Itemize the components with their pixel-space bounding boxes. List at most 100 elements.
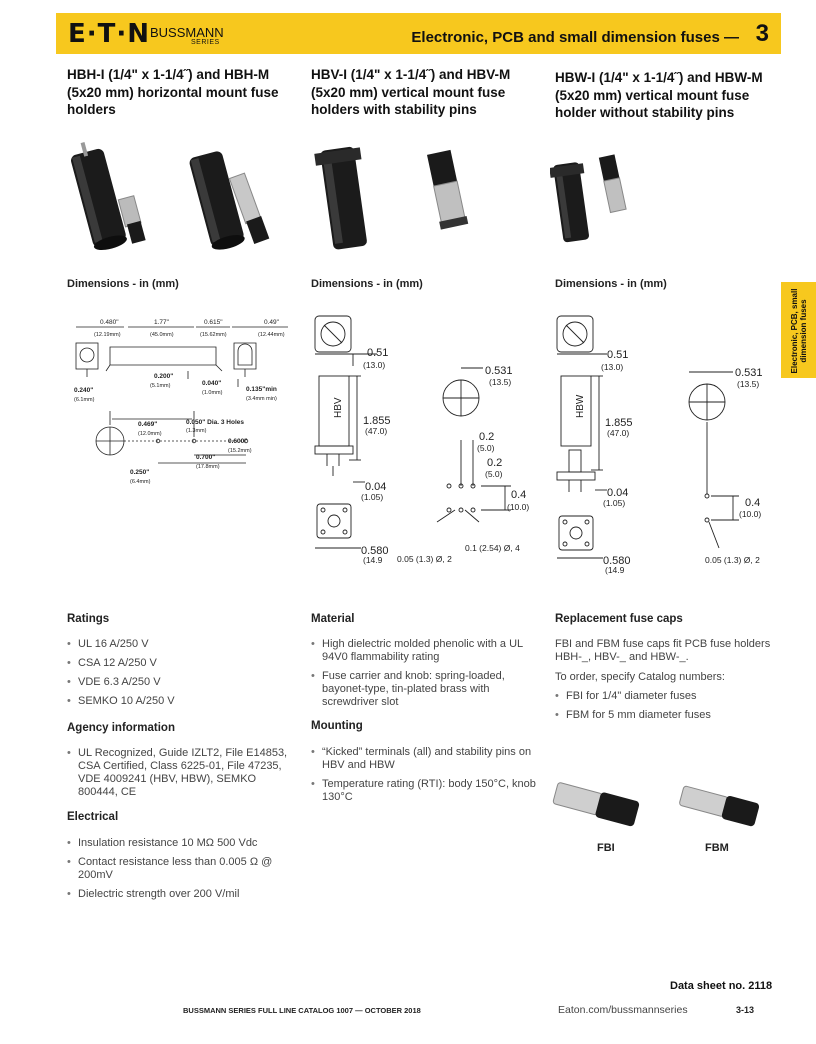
hbh-dim-10-mm: (1.3mm) (186, 428, 207, 434)
website-url: Eaton.com/bussmannseries (558, 1004, 688, 1016)
list-item: High dielectric molded phenolic with a U… (311, 638, 539, 664)
hbv-pitch-3-mm: (10.0) (507, 502, 529, 512)
hbh-dim-6: 0.240" (74, 387, 93, 394)
hbh-dim-5: 0.200" (154, 373, 173, 380)
hbv-pitch-2: 0.2 (487, 457, 502, 469)
fbi-label: FBI (597, 842, 615, 854)
hbh-dim-11: 0.600" (228, 438, 247, 445)
hbw-dimension-drawing: HBW 0.51 (13.0) 1.855 (47.0) 0.04 (1.05)… (556, 315, 763, 575)
hbv-height-dim-mm: (47.0) (365, 426, 387, 436)
hbh-dim-1: 0.480" (100, 319, 119, 326)
list-item: Dielectric strength over 200 V/mil (67, 888, 282, 901)
fuse-caps-photo (552, 782, 760, 827)
hbw-height-dim: 1.855 (605, 417, 633, 429)
electrical-list: Insulation resistance 10 MΩ 500 Vdc Cont… (67, 837, 282, 907)
hbw-top-dim: 0.51 (607, 349, 628, 361)
hbh-dim-4: 0.49" (264, 319, 280, 326)
header-bar: E·T·N BUSSMANN SERIES Electronic, PCB an… (56, 13, 781, 54)
hbv-height-dim: 1.855 (363, 415, 391, 427)
hbh-product-photo (71, 142, 270, 251)
hbh-dim-6-mm: (6.1mm) (74, 397, 95, 403)
replacement-intro: FBI and FBM fuse caps fit PCB fuse holde… (555, 638, 771, 663)
hbw-product-photo (550, 154, 627, 243)
replacement-list: FBI for 1/4" diameter fuses FBM for 5 mm… (555, 690, 783, 728)
hbv-hole-1: 0.05 (1.3) Ø, 2 (397, 554, 452, 564)
list-item: FBI for 1/4" diameter fuses (555, 690, 783, 703)
hbh-dim-9: 0.469" (138, 421, 157, 428)
hbw-top-dim-mm: (13.0) (601, 362, 623, 372)
hbh-dim-4-mm: (12.44mm) (258, 332, 285, 338)
hbv-pin-dim-mm: (1.05) (361, 492, 383, 502)
hbw-body-label: HBW (575, 394, 586, 418)
hbh-dim-12: 0.700" (196, 454, 215, 461)
side-tab-label: Electronic, PCB, small dimension fuses (790, 288, 808, 374)
hbh-dim-8-mm: (3.4mm min) (246, 396, 277, 402)
hbh-dim-11-mm: (15.2mm) (228, 448, 252, 454)
list-item: CSA 12 A/250 V (67, 657, 287, 670)
hbv-pitch-2-mm: (5.0) (485, 469, 503, 479)
hbv-dia-dim: 0.531 (485, 365, 513, 377)
hbv-dia-dim-mm: (13.5) (489, 377, 511, 387)
hbh-dim-9-mm: (12.0mm) (138, 431, 162, 437)
eaton-logo: E·T·N (68, 19, 151, 49)
ratings-list: UL 16 A/250 V CSA 12 A/250 V VDE 6.3 A/2… (67, 638, 287, 714)
hbv-pitch-1: 0.2 (479, 431, 494, 443)
side-tab: Electronic, PCB, small dimension fuses (781, 282, 816, 378)
section-number: 3 (755, 20, 769, 47)
hbh-dimension-drawing: 0.480" (12.19mm) 1.77" (45.0mm) 0.615" (… (74, 319, 288, 485)
brand-subtitle: SERIES (191, 39, 220, 46)
list-item: Fuse carrier and knob: spring-loaded, ba… (311, 670, 539, 709)
list-item: SEMKO 10 A/250 V (67, 695, 287, 708)
hbh-dim-7-mm: (1.0mm) (202, 390, 223, 396)
hbv-base-dim: 0.580 (361, 545, 389, 557)
hbh-dim-8: 0.135"min (246, 386, 277, 393)
list-item: Temperature rating (RTI): body 150°C, kn… (311, 778, 539, 804)
hbh-dim-13-mm: (6.4mm) (130, 479, 151, 485)
hbv-pitch-3: 0.4 (511, 489, 526, 501)
hbw-base-dim: 0.580 (603, 555, 631, 567)
mounting-list: “Kicked” terminals (all) and stability p… (311, 746, 539, 810)
hbh-dim-2-mm: (45.0mm) (150, 332, 174, 338)
page-number: 3-13 (736, 1005, 755, 1015)
hbv-body-label: HBV (333, 397, 344, 418)
hbh-dim-7: 0.040" (202, 380, 221, 387)
ratings-heading: Ratings (67, 613, 110, 625)
hbw-dia-dim: 0.531 (735, 367, 763, 379)
agency-heading: Agency information (67, 722, 175, 734)
hbh-dim-1-mm: (12.19mm) (94, 332, 121, 338)
hbw-pitch-dim-mm: (10.0) (739, 509, 761, 519)
hbv-top-dim: 0.51 (367, 347, 388, 359)
hbw-pin-dim-mm: (1.05) (603, 498, 625, 508)
hbw-height-dim-mm: (47.0) (607, 428, 629, 438)
mounting-heading: Mounting (311, 720, 363, 732)
dims-heading-hbv: Dimensions - in (mm) (311, 278, 423, 290)
material-list: High dielectric molded phenolic with a U… (311, 638, 539, 715)
hbv-product-photo (314, 146, 469, 250)
hbh-dim-2: 1.77" (154, 319, 170, 326)
brand-name: BUSSMANN (150, 25, 224, 40)
list-item: UL Recognized, Guide IZLT2, File E14853,… (67, 747, 292, 799)
hbv-top-dim-mm: (13.0) (363, 360, 385, 370)
list-item: UL 16 A/250 V (67, 638, 287, 651)
datasheet-number: Data sheet no. 2118 (670, 980, 773, 992)
fbm-label: FBM (705, 842, 729, 854)
product-title-hbh: HBH-I (1/4" x 1-1/4˝) and HBH-M (5x20 mm… (67, 67, 279, 117)
hbw-dia-dim-mm: (13.5) (737, 379, 759, 389)
list-item: “Kicked” terminals (all) and stability p… (311, 746, 539, 772)
catalog-footer: BUSSMANN SERIES FULL LINE CATALOG 1007 —… (183, 1006, 421, 1015)
replacement-heading: Replacement fuse caps (555, 613, 683, 625)
hbw-pin-dim: 0.04 (607, 487, 628, 499)
hbw-hole-dim: 0.05 (1.3) Ø, 2 (705, 555, 760, 565)
replacement-order: To order, specify Catalog numbers: (555, 671, 725, 683)
product-title-hbv: HBV-I (1/4" x 1-1/4˝) and HBV-M (5x20 mm… (311, 67, 511, 117)
hbh-dim-13: 0.250" (130, 469, 149, 476)
hbv-dimension-drawing: HBV 0.51 (13.0) 1.855 (47.0) 0.04 (1.05)… (314, 315, 529, 565)
hbh-dim-12-mm: (17.8mm) (196, 464, 220, 470)
hbh-dim-3-mm: (15.62mm) (200, 332, 227, 338)
hbw-pitch-dim: 0.4 (745, 497, 760, 509)
material-heading: Material (311, 613, 355, 625)
list-item: Contact resistance less than 0.005 Ω @ 2… (67, 856, 282, 882)
hbv-hole-2: 0.1 (2.54) Ø, 4 (465, 543, 520, 553)
list-item: FBM for 5 mm diameter fuses (555, 709, 783, 722)
list-item: Insulation resistance 10 MΩ 500 Vdc (67, 837, 282, 850)
